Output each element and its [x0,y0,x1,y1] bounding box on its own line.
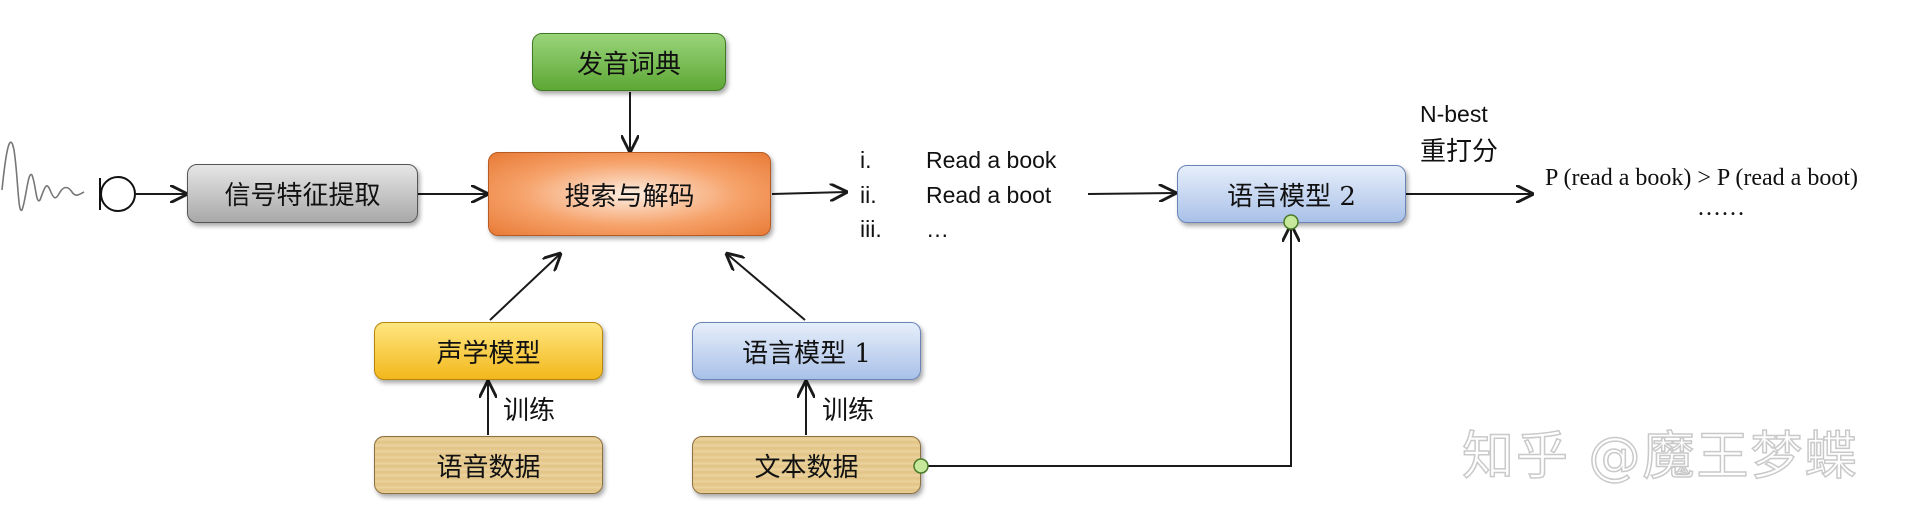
language-model-2-box: 语言模型 2 [1177,165,1406,223]
signal-feature-label: 信号特征提取 [224,181,381,211]
pron-dict-label: 发音词典 [576,49,681,80]
arrow-search-to-candidates [771,192,846,194]
acoustic-model-box: 声学模型 [374,322,603,380]
candidate-3-text: … [926,216,949,242]
candidate-3-index: iii. [860,216,882,242]
watermark: 知乎 @魔王梦蝶 [1461,426,1859,488]
text-data-box: 文本数据 [692,436,921,494]
rescore-label: 重打分 [1420,137,1499,167]
speech-data-label: 语音数据 [436,452,541,483]
speech-data-box: 语音数据 [374,436,603,494]
candidate-2-index: ii. [860,182,877,208]
arrow-acoustic-to-search [489,254,560,321]
arrow-text-to-lm2 [921,226,1291,467]
candidate-1-index: i. [860,147,872,173]
nbest-label: N-best [1420,101,1488,127]
signal-feature-box: 信号特征提取 [187,164,418,223]
arrow-candidates-to-lm2 [1087,193,1175,194]
language-model-2-label: 语言模型 2 [1227,181,1356,212]
sound-wave-icon [1,141,85,211]
search-decode-label: 搜索与解码 [564,181,695,212]
language-model-1-label: 语言模型 1 [742,338,871,369]
train-label-right: 训练 [822,396,875,426]
result-comparison: P (read a book) > P (read a boot) [1545,165,1858,191]
train-label-left: 训练 [503,396,556,426]
microphone-icon [100,176,136,212]
acoustic-model-label: 声学模型 [436,338,541,369]
language-model-1-box: 语言模型 1 [692,322,921,380]
candidate-2-text: Read a boot [926,182,1052,208]
search-decode-box: 搜索与解码 [488,152,771,236]
text-data-label: 文本数据 [754,452,859,483]
result-ellipsis: …… [1697,195,1745,221]
arrow-lm1-to-search [727,254,806,321]
candidate-1-text: Read a book [926,147,1057,173]
pron-dict-box: 发音词典 [532,33,726,91]
